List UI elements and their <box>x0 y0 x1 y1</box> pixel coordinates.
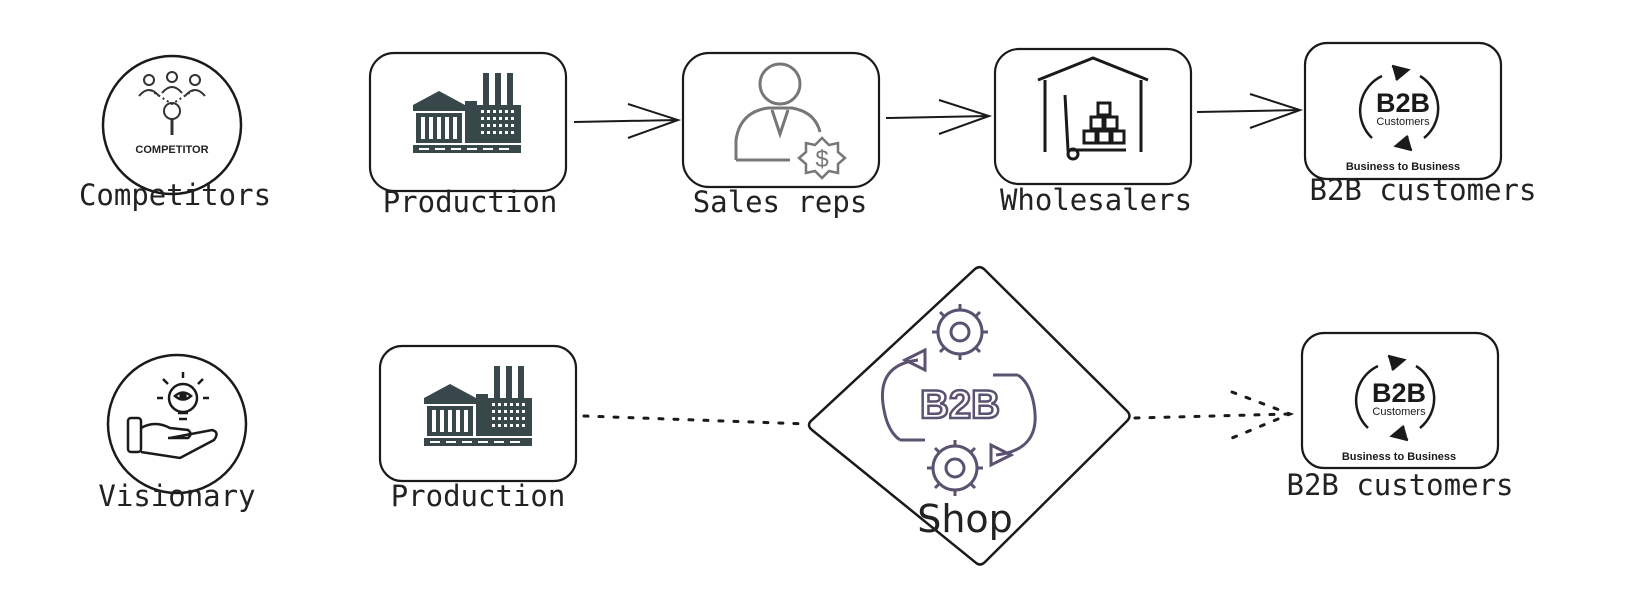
b2b-logo-caption-bottom: Business to Business <box>1342 451 1456 463</box>
sales-reps-label: Sales reps <box>693 185 868 219</box>
b2b-logo-sub-top: Customers <box>1376 116 1430 128</box>
shop-node: B2B Shop <box>807 266 1131 566</box>
shop-b2b-logo-title: B2B <box>920 383 1000 427</box>
idea-hand-icon <box>126 372 218 460</box>
salesperson-icon <box>734 62 822 162</box>
visionary-node <box>106 353 248 495</box>
b2b-customers-label-bottom: B2B customers <box>1287 468 1514 502</box>
b2b-logo-sub-bottom: Customers <box>1372 406 1426 418</box>
b2b-cycle-icon <box>1358 64 1440 152</box>
arrow-wholesalers-to-b2b <box>1196 93 1304 129</box>
production-node-bottom <box>378 344 578 483</box>
arrow-production-to-sales <box>573 103 682 139</box>
arrow-sales-to-wholesalers <box>885 99 993 135</box>
production-label-top: Production <box>383 185 558 219</box>
warehouse-icon <box>1037 56 1149 161</box>
production-node-top <box>368 51 568 193</box>
b2b-customers-node-top: B2B Customers Business to Business <box>1303 41 1503 181</box>
shop-label: Shop <box>917 497 1013 541</box>
b2b-logo-caption-top: Business to Business <box>1346 161 1460 173</box>
b2b-cycle-icon <box>1354 354 1436 442</box>
competitor-badge-text: COMPETITOR <box>135 144 208 156</box>
sales-reps-node: $ <box>681 51 881 189</box>
b2b-logo-title-top: B2B <box>1376 88 1430 118</box>
wholesalers-node <box>993 47 1193 186</box>
competitors-label: Competitors <box>79 178 271 212</box>
dotted-arrow-shop-to-b2b <box>1133 390 1295 440</box>
dollar-badge-icon: $ <box>797 136 847 180</box>
competitors-node: COMPETITOR <box>101 54 243 196</box>
cycle-arrows-icon <box>881 347 1037 468</box>
b2b-customers-label-top: B2B customers <box>1310 173 1537 207</box>
b2b-customers-node-bottom: B2B Customers Business to Business <box>1300 331 1500 470</box>
dotted-connector-production-to-shop <box>582 414 810 426</box>
competitor-icon <box>138 71 206 135</box>
dollar-symbol: $ <box>815 146 828 173</box>
wholesalers-label: Wholesalers <box>1000 183 1192 217</box>
gears-icon <box>927 304 988 496</box>
visionary-label: Visionary <box>98 479 255 513</box>
b2b-logo-title-bottom: B2B <box>1372 378 1426 408</box>
production-label-bottom: Production <box>391 479 566 513</box>
